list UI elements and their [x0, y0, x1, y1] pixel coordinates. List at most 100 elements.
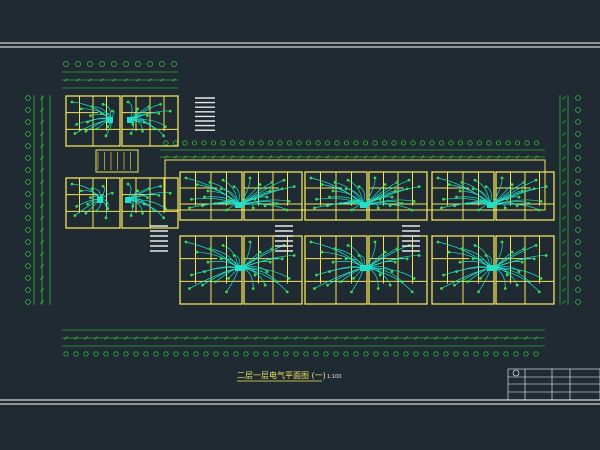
axis-bubble [267, 140, 273, 146]
dimension-tick [40, 228, 44, 232]
fixture-icon [313, 206, 316, 210]
fixture-icon [477, 208, 480, 212]
axis-bubble [575, 203, 581, 209]
dimension-tick [364, 336, 368, 340]
axis-bubble [25, 215, 31, 221]
dimension-tick [506, 155, 510, 159]
fixture-icon [285, 290, 289, 294]
axis-bubble [25, 143, 31, 149]
fixture-icon [232, 185, 236, 189]
wiring-line [366, 267, 413, 293]
fixture-icon [484, 254, 488, 257]
fixture-icon [280, 257, 284, 261]
dimension-tick [354, 336, 358, 340]
fixture-icon [388, 204, 392, 208]
fixture-icon [412, 200, 416, 203]
axis-bubble [220, 140, 226, 146]
axis-bubble [433, 351, 439, 357]
axis-bubble [143, 351, 149, 357]
fixture-icon [188, 206, 191, 210]
axis-bubble [353, 351, 359, 357]
top-dimension-left [62, 71, 178, 89]
axis-bubble [423, 351, 429, 357]
fixture-icon [101, 184, 105, 188]
fixture-icon [357, 254, 361, 257]
fixture-icon [436, 240, 440, 244]
axis-bubble [25, 203, 31, 209]
dimension-tick [562, 96, 566, 100]
axis-bubble [575, 131, 581, 137]
dimension-tick [40, 276, 44, 280]
axis-bubble [575, 107, 581, 113]
fixture-icon [466, 280, 469, 284]
fixture-icon [268, 260, 272, 264]
distribution-box-icon [125, 197, 131, 203]
dimension-tick [40, 240, 44, 244]
axis-bubble [277, 140, 283, 146]
fixture-icon [104, 134, 108, 138]
fixture-icon [84, 211, 88, 215]
floor-plan [40, 78, 566, 340]
fixture-icon [270, 247, 274, 251]
dimension-tick [562, 168, 566, 172]
fixture-icon [101, 102, 105, 106]
dimension-tick [64, 78, 68, 82]
fixture-icon [184, 176, 188, 180]
wiring-line [239, 182, 273, 206]
dimension-tick [444, 336, 448, 340]
fixture-icon [263, 283, 267, 287]
fixture-icon [417, 254, 421, 257]
fixture-icon [253, 273, 257, 277]
fixture-icon [270, 180, 274, 184]
wiring-line [493, 248, 525, 269]
axis-bubble [103, 351, 109, 357]
fixture-icon [539, 277, 543, 280]
distribution-box-icon [487, 265, 493, 271]
axis-bubble [333, 351, 339, 357]
fixture-icon [195, 250, 199, 254]
fixture-icon [152, 127, 156, 131]
dimension-tick [40, 216, 44, 220]
axis-bubble [147, 61, 153, 67]
axis-bubble [403, 351, 409, 357]
dimension-tick [164, 336, 168, 340]
axis-bubble [223, 351, 229, 357]
dimension-tick [562, 252, 566, 256]
fixture-icon [159, 184, 162, 188]
fixture-icon [453, 283, 456, 287]
fixture-icon [315, 273, 318, 277]
wiring-line [364, 182, 398, 206]
fixture-icon [350, 290, 353, 294]
dimension-tick [172, 78, 176, 82]
fixture-icon [352, 277, 355, 280]
dimension-tick [562, 204, 566, 208]
fixture-icon [248, 240, 252, 244]
axis-bubble [113, 351, 119, 357]
axis-bubble [463, 351, 469, 357]
fixture-icon [214, 280, 217, 284]
fixture-icon [442, 273, 445, 277]
axis-bubble [111, 61, 117, 67]
distribution-box-icon [235, 265, 241, 271]
fixture-icon [95, 209, 99, 213]
wiring-line [441, 267, 491, 289]
fixture-icon [136, 189, 140, 193]
dimension-tick [230, 155, 235, 159]
fixture-icon [503, 206, 507, 210]
axis-bubble [429, 140, 435, 146]
dimension-tick [64, 336, 68, 340]
fixture-icon [292, 185, 296, 189]
dimension-tick [314, 336, 318, 340]
fixture-icon [350, 208, 353, 212]
dimension-tick [40, 108, 44, 112]
fixture-icon [70, 100, 74, 104]
dimension-tick [40, 288, 44, 292]
dimension-tick [124, 78, 128, 82]
axis-bubble [25, 167, 31, 173]
dimension-tick [259, 155, 263, 159]
axis-bubble [135, 61, 141, 67]
dimension-tick [534, 155, 539, 159]
fixture-icon [326, 283, 329, 287]
axis-bubble [75, 61, 81, 67]
fixture-icon [331, 260, 335, 264]
